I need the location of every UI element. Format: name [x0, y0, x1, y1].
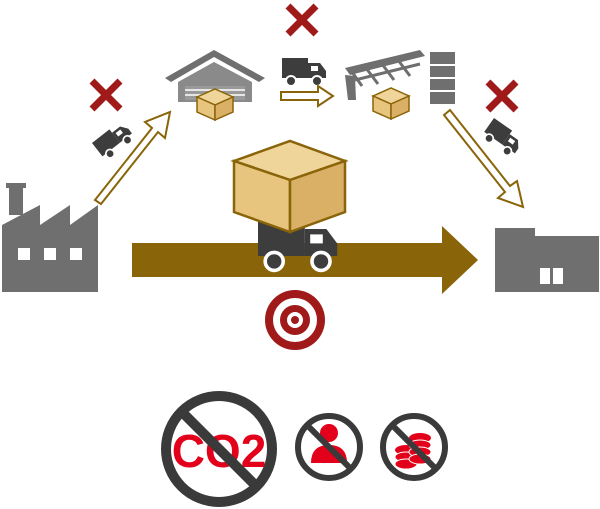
box-icon [230, 139, 349, 234]
factory-icon [2, 183, 98, 292]
no-co2-icon: CO2 [161, 391, 277, 507]
truck-icon [281, 57, 327, 87]
cross-icon [288, 6, 316, 34]
box-icon [371, 87, 411, 121]
cross-icon [92, 81, 120, 109]
box-icon [195, 88, 235, 122]
cross-icon [488, 82, 516, 110]
distribution-center-icon [345, 50, 455, 104]
route-arrow-to-warehouse [93, 110, 172, 206]
no-person-icon [295, 413, 363, 481]
truck-icon [479, 117, 526, 160]
direct-route-arrow [132, 226, 478, 294]
target-icon [265, 290, 325, 350]
no-money-icon [380, 413, 448, 481]
route-arrow-to-distribution [280, 84, 335, 108]
customer-building-icon [495, 228, 599, 292]
route-arrow-to-customer [442, 108, 525, 209]
